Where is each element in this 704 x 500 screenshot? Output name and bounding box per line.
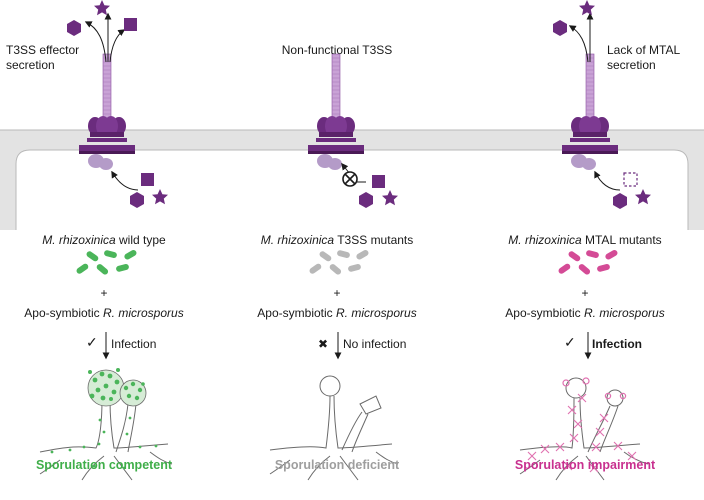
secreted-effectors-right — [553, 0, 595, 63]
secreted-effectors-left — [67, 0, 137, 63]
arrow-label-infection-bold: Infection — [592, 337, 642, 351]
fungus-wt-spores — [50, 368, 158, 470]
bacteria-wild-type — [76, 250, 137, 275]
label-lack-of-mtal-secretion: Lack of MTAL secretion — [607, 43, 681, 72]
strain-label-t3ss-mutants: M. rhizoxinica T3SS mutants — [260, 233, 414, 247]
fungus-sporulation-deficient — [269, 375, 399, 481]
check-mark-icon: ✓ — [86, 334, 98, 350]
plus-sign: + — [333, 286, 341, 300]
process-arrows — [102, 332, 592, 360]
host-label: Apo-symbiotic R. microsporus — [257, 306, 417, 320]
arrow-label-no-infection: No infection — [343, 337, 407, 351]
cytoplasmic-effectors-left — [111, 170, 168, 208]
t3ss-non-functional — [308, 53, 364, 170]
t3ss-wild-type — [79, 53, 135, 170]
label-non-functional-t3ss: Non-functional T3SS — [281, 43, 393, 57]
strain-label-mtal-mutants: M. rhizoxinica MTAL mutants — [508, 233, 662, 247]
cross-mark-icon: ✖ — [318, 337, 329, 351]
check-mark-icon: ✓ — [564, 334, 576, 350]
bacteria-mtal-mutants — [558, 250, 618, 275]
plus-sign: + — [100, 286, 108, 300]
fungus-sporulation-impairment — [519, 377, 649, 481]
fungus-sporulation-competent — [39, 368, 173, 481]
host-label: Apo-symbiotic R. microsporus — [505, 306, 665, 320]
strain-label-wild-type: M. rhizoxinica wild type — [42, 233, 166, 247]
host-label: Apo-symbiotic R. microsporus — [24, 306, 184, 320]
arrow-label-infection: Infection — [111, 337, 157, 351]
result-sporulation-deficient: Sporulation deficient — [274, 458, 400, 472]
label-t3ss-effector-secretion: T3SS effector secretion — [6, 43, 80, 72]
bacteria-t3ss-mutants — [309, 250, 369, 275]
result-sporulation-impairment: Sporulation impairment — [514, 458, 656, 472]
result-sporulation-competent: Sporulation competent — [35, 458, 173, 472]
cytoplasmic-effectors-middle — [341, 162, 398, 208]
plus-sign: + — [581, 286, 589, 300]
cytoplasmic-effectors-right — [594, 170, 651, 209]
